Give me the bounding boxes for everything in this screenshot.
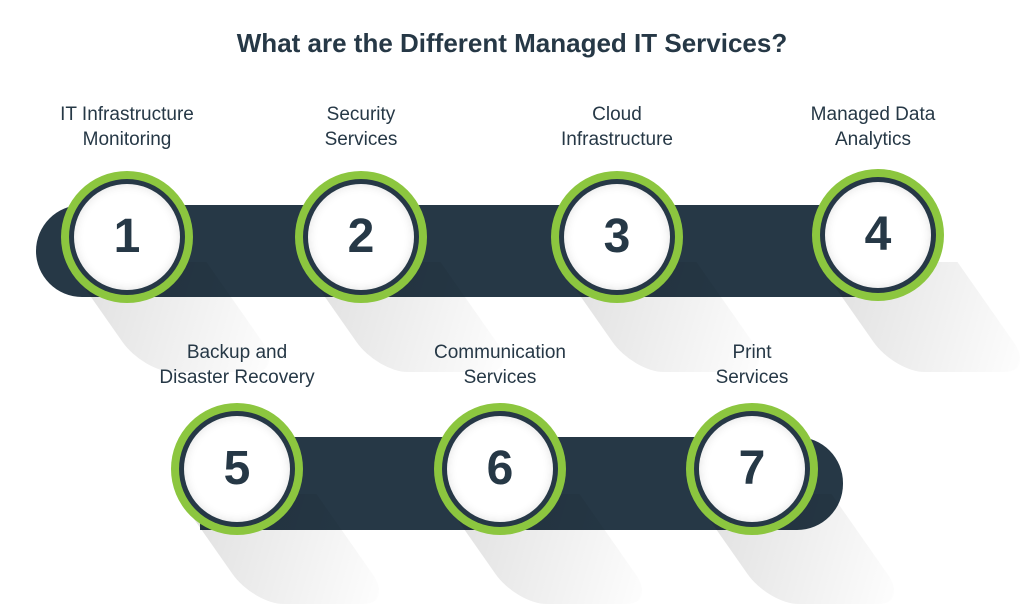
step-circle-5: 5 (171, 403, 303, 535)
step-number: 7 (738, 442, 766, 495)
step-number: 1 (113, 210, 141, 263)
step-circle-4: 4 (812, 169, 944, 301)
step-number: 6 (486, 442, 514, 495)
step-number: 3 (603, 210, 631, 263)
step-circle-2: 2 (295, 171, 427, 303)
step-number: 2 (347, 210, 375, 263)
step-circle-1: 1 (61, 171, 193, 303)
step-circle-7: 7 (686, 403, 818, 535)
diagram-title: What are the Different Managed IT Servic… (236, 28, 788, 58)
step-number: 5 (223, 442, 251, 495)
step-number: 4 (864, 208, 892, 261)
step-circle-6: 6 (434, 403, 566, 535)
step-circle-3: 3 (551, 171, 683, 303)
